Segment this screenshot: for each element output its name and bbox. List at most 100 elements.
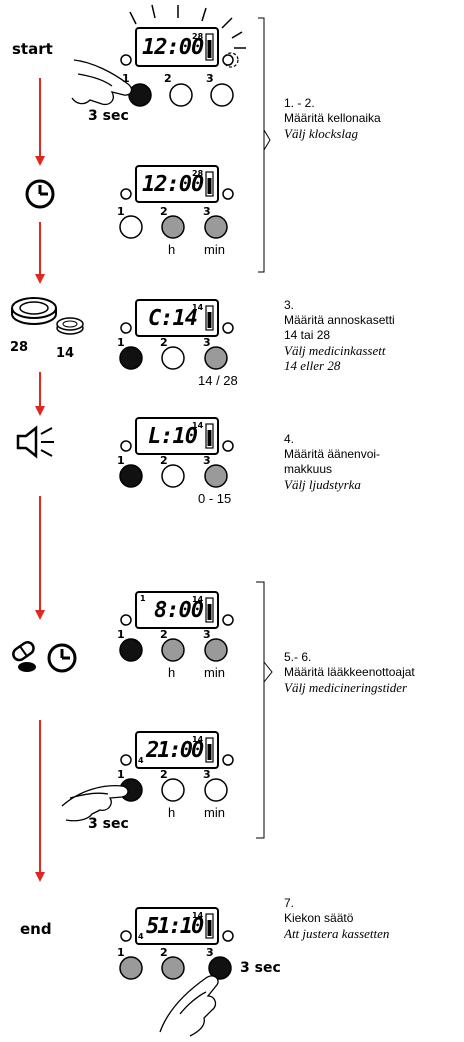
button-number-3: 3 [203,454,211,467]
device-step-2: 12:00 28 [118,162,236,222]
note-swedish: Välj medicinkassett [284,343,386,358]
lcd-display [120,299,234,337]
button-number-1: 1 [117,946,125,959]
button-number-2: 2 [164,72,172,85]
cassette-icon [11,297,84,335]
device-step-6: 4 21:00 14 [118,728,236,778]
lcd-day-readout: 4 [138,932,144,941]
device-step-1: 12:00 28 [118,22,236,104]
hours-caption: h [168,665,176,680]
button-number-1: 1 [117,628,125,641]
clock-icon [25,179,55,209]
bracket-1-2 [258,17,271,273]
lcd-main-readout: C:14 [148,306,198,331]
button-3 [204,638,228,662]
note-number: 1. - 2. [284,96,315,110]
device-step-7: 4 51:10 14 [118,904,236,954]
button-number-3: 3 [203,768,211,781]
button-number-2: 2 [160,946,168,959]
note-swedish: Välj klockslag [284,126,359,141]
note-number: 3. [284,298,295,312]
note-step-4: 4. Määritä äänenvoi- makkuus Välj ljudst… [284,432,380,492]
device-step-4: L:10 14 [118,414,236,464]
cassette-range-caption: 14 / 28 [198,373,238,388]
note-finnish: Kiekon säätö [284,911,354,925]
button-number-1: 1 [117,454,125,467]
button-3 [204,346,228,370]
finger-icon [61,784,129,822]
note-finnish: Määritä äänenvoi- [284,447,381,461]
button-number-3: 3 [203,205,211,218]
button-number-3: 3 [203,336,211,349]
lcd-small-readout: 14 [192,911,204,920]
clock-icon [47,643,77,673]
note-number: 4. [284,432,295,446]
minutes-caption: min [204,242,225,257]
hold-label: 3 sec [240,960,281,976]
lcd-small-readout: 14 [192,595,204,604]
minutes-caption: min [204,805,225,820]
lcd-small-readout: 14 [192,303,204,312]
note-step-5-6: 5.- 6. Määritä lääkkeenottoajat Välj med… [284,650,464,695]
device-step-5: 1 8:00 14 [118,588,236,638]
lcd-small-readout: 28 [192,169,204,178]
button-2 [161,778,185,802]
button-3 [208,956,232,980]
button-3 [204,215,228,239]
note-swedish: Välj medicineringstider [284,680,408,695]
lcd-display [120,165,234,203]
lcd-day-readout: 4 [138,756,144,765]
flash-rays [129,4,246,49]
minutes-caption: min [204,665,225,680]
button-number-1: 1 [117,336,125,349]
note-finnish: makkuus [284,462,333,476]
cassette-28-label: 28 [10,340,29,355]
note-step-1-2: 1. - 2. Määritä kellonaika Välj klocksla… [284,96,381,141]
note-number: 7. [284,896,295,910]
button-number-1: 1 [117,768,125,781]
note-finnish: Määritä kellonaika [284,111,381,125]
note-finnish: Määritä lääkkeenottoajat [284,665,415,679]
button-number-2: 2 [160,768,168,781]
note-swedish: Välj ljudstyrka [284,477,361,492]
lcd-day-readout: 1 [140,594,146,603]
note-step-3: 3. Määritä annoskasetti 14 tai 28 Välj m… [284,298,395,373]
hours-caption: h [168,242,176,257]
lcd-main-readout: 12:00 [142,35,204,60]
button-number-2: 2 [160,454,168,467]
note-finnish: 14 tai 28 [284,328,331,342]
hold-label: 3 sec [88,108,129,124]
button-number-2: 2 [160,336,168,349]
button-number-2: 2 [160,628,168,641]
hours-caption: h [168,805,176,820]
finger-icon [71,59,133,106]
button-1 [119,638,143,662]
button-number-3: 3 [206,946,214,959]
volume-range-caption: 0 - 15 [198,491,232,506]
lcd-main-readout: 51:10 [146,914,204,939]
note-swedish: 14 eller 28 [284,358,341,373]
lcd-main-readout: L:10 [148,424,198,449]
button-1 [119,215,143,239]
start-label: start [12,40,53,58]
lcd-small-readout: 14 [192,421,204,430]
lcd-main-readout: 12:00 [142,172,204,197]
button-1 [119,956,143,980]
button-number-3: 3 [203,628,211,641]
note-step-7: 7. Kiekon säätö Att justera kassetten [284,896,464,941]
button-number-2: 2 [160,205,168,218]
button-2 [169,83,193,107]
note-swedish: Att justera kassetten [284,926,390,941]
button-2 [161,956,185,980]
note-number: 5.- 6. [284,650,312,664]
lcd-display [120,591,234,629]
hold-label: 3 sec [88,816,129,832]
lcd-small-readout: 14 [192,735,204,744]
lcd-small-readout: 28 [192,32,204,41]
button-3 [204,464,228,488]
end-label: end [20,920,52,938]
button-3 [210,83,234,107]
button-1 [128,83,152,107]
